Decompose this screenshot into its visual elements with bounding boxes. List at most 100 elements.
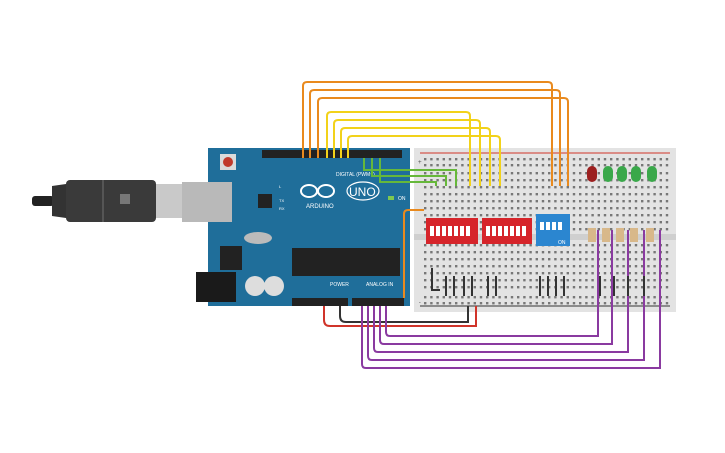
breadboard-hole[interactable]: [628, 179, 631, 182]
breadboard-hole[interactable]: [641, 244, 644, 247]
breadboard-hole[interactable]: [641, 251, 644, 254]
breadboard-hole[interactable]: [510, 186, 514, 189]
breadboard-hole[interactable]: [641, 179, 644, 182]
breadboard-hole[interactable]: [498, 279, 501, 282]
breadboard-hole[interactable]: [610, 228, 613, 231]
breadboard-hole[interactable]: [665, 200, 669, 203]
breadboard-hole[interactable]: [560, 279, 563, 282]
breadboard-hole[interactable]: [579, 207, 582, 210]
breadboard-hole[interactable]: [461, 186, 464, 189]
breadboard-hole[interactable]: [560, 200, 563, 203]
breadboard-hole[interactable]: [597, 200, 600, 203]
breadboard-hole[interactable]: [548, 302, 551, 305]
breadboard-hole[interactable]: [448, 272, 452, 275]
breadboard-hole[interactable]: [424, 265, 427, 268]
led-red[interactable]: [587, 166, 597, 182]
breadboard-hole[interactable]: [665, 179, 669, 182]
breadboard-hole[interactable]: [628, 193, 631, 196]
breadboard-hole[interactable]: [448, 279, 452, 282]
breadboard-hole[interactable]: [616, 302, 619, 305]
breadboard-hole[interactable]: [653, 193, 656, 196]
breadboard-hole[interactable]: [641, 296, 644, 299]
breadboard-hole[interactable]: [486, 200, 489, 203]
breadboard-hole[interactable]: [442, 172, 445, 175]
breadboard-hole[interactable]: [653, 265, 656, 268]
breadboard-hole[interactable]: [647, 244, 650, 247]
breadboard-hole[interactable]: [430, 193, 433, 196]
breadboard-hole[interactable]: [424, 228, 427, 231]
breadboard-hole[interactable]: [442, 207, 445, 210]
breadboard-hole[interactable]: [430, 214, 433, 217]
breadboard-hole[interactable]: [492, 251, 495, 254]
breadboard-hole[interactable]: [628, 251, 631, 254]
breadboard-hole[interactable]: [541, 302, 545, 305]
breadboard-hole[interactable]: [492, 200, 495, 203]
breadboard-hole[interactable]: [579, 296, 582, 299]
breadboard-hole[interactable]: [659, 200, 662, 203]
breadboard-hole[interactable]: [504, 214, 507, 217]
breadboard-hole[interactable]: [616, 158, 619, 161]
breadboard-hole[interactable]: [424, 164, 427, 167]
breadboard-hole[interactable]: [579, 193, 582, 196]
breadboard-hole[interactable]: [597, 158, 600, 161]
breadboard-hole[interactable]: [647, 302, 650, 305]
breadboard-hole[interactable]: [634, 258, 638, 261]
breadboard-hole[interactable]: [585, 265, 588, 268]
breadboard-hole[interactable]: [529, 296, 532, 299]
breadboard-hole[interactable]: [659, 221, 662, 224]
breadboard-hole[interactable]: [659, 179, 662, 182]
breadboard-hole[interactable]: [548, 172, 551, 175]
breadboard-hole[interactable]: [647, 265, 650, 268]
breadboard-hole[interactable]: [479, 244, 483, 247]
breadboard-hole[interactable]: [628, 302, 631, 305]
breadboard-hole[interactable]: [517, 302, 520, 305]
breadboard-hole[interactable]: [535, 302, 538, 305]
breadboard-hole[interactable]: [448, 164, 452, 167]
breadboard-hole[interactable]: [622, 214, 625, 217]
breadboard-hole[interactable]: [424, 172, 427, 175]
breadboard-hole[interactable]: [517, 251, 520, 254]
breadboard-hole[interactable]: [560, 258, 563, 261]
breadboard-hole[interactable]: [541, 251, 545, 254]
breadboard-hole[interactable]: [517, 179, 520, 182]
breadboard-hole[interactable]: [436, 179, 439, 182]
breadboard-hole[interactable]: [461, 279, 464, 282]
breadboard-hole[interactable]: [473, 244, 476, 247]
breadboard-hole[interactable]: [616, 272, 619, 275]
breadboard-hole[interactable]: [529, 251, 532, 254]
breadboard-hole[interactable]: [641, 164, 644, 167]
breadboard-hole[interactable]: [442, 258, 445, 261]
breadboard-hole[interactable]: [510, 179, 514, 182]
breadboard-hole[interactable]: [585, 186, 588, 189]
breadboard-hole[interactable]: [473, 200, 476, 203]
breadboard-hole[interactable]: [467, 244, 470, 247]
breadboard-hole[interactable]: [591, 244, 594, 247]
breadboard-hole[interactable]: [591, 296, 594, 299]
breadboard-hole[interactable]: [653, 258, 656, 261]
breadboard-hole[interactable]: [628, 164, 631, 167]
breadboard-hole[interactable]: [541, 286, 545, 289]
breadboard-hole[interactable]: [455, 193, 458, 196]
breadboard-hole[interactable]: [659, 228, 662, 231]
breadboard-hole[interactable]: [486, 186, 489, 189]
breadboard-hole[interactable]: [548, 258, 551, 261]
breadboard-hole[interactable]: [442, 251, 445, 254]
breadboard-hole[interactable]: [473, 179, 476, 182]
breadboard-hole[interactable]: [554, 251, 557, 254]
breadboard-hole[interactable]: [653, 279, 656, 282]
breadboard-hole[interactable]: [560, 265, 563, 268]
breadboard-hole[interactable]: [510, 265, 514, 268]
breadboard-hole[interactable]: [653, 164, 656, 167]
breadboard-hole[interactable]: [610, 164, 613, 167]
breadboard-hole[interactable]: [479, 286, 483, 289]
breadboard-hole[interactable]: [473, 214, 476, 217]
breadboard-hole[interactable]: [572, 251, 576, 254]
breadboard-hole[interactable]: [430, 244, 433, 247]
breadboard-hole[interactable]: [548, 265, 551, 268]
breadboard-hole[interactable]: [641, 228, 644, 231]
breadboard-hole[interactable]: [572, 179, 576, 182]
breadboard-hole[interactable]: [628, 158, 631, 161]
breadboard-hole[interactable]: [467, 251, 470, 254]
breadboard-hole[interactable]: [504, 258, 507, 261]
breadboard-hole[interactable]: [436, 186, 439, 189]
